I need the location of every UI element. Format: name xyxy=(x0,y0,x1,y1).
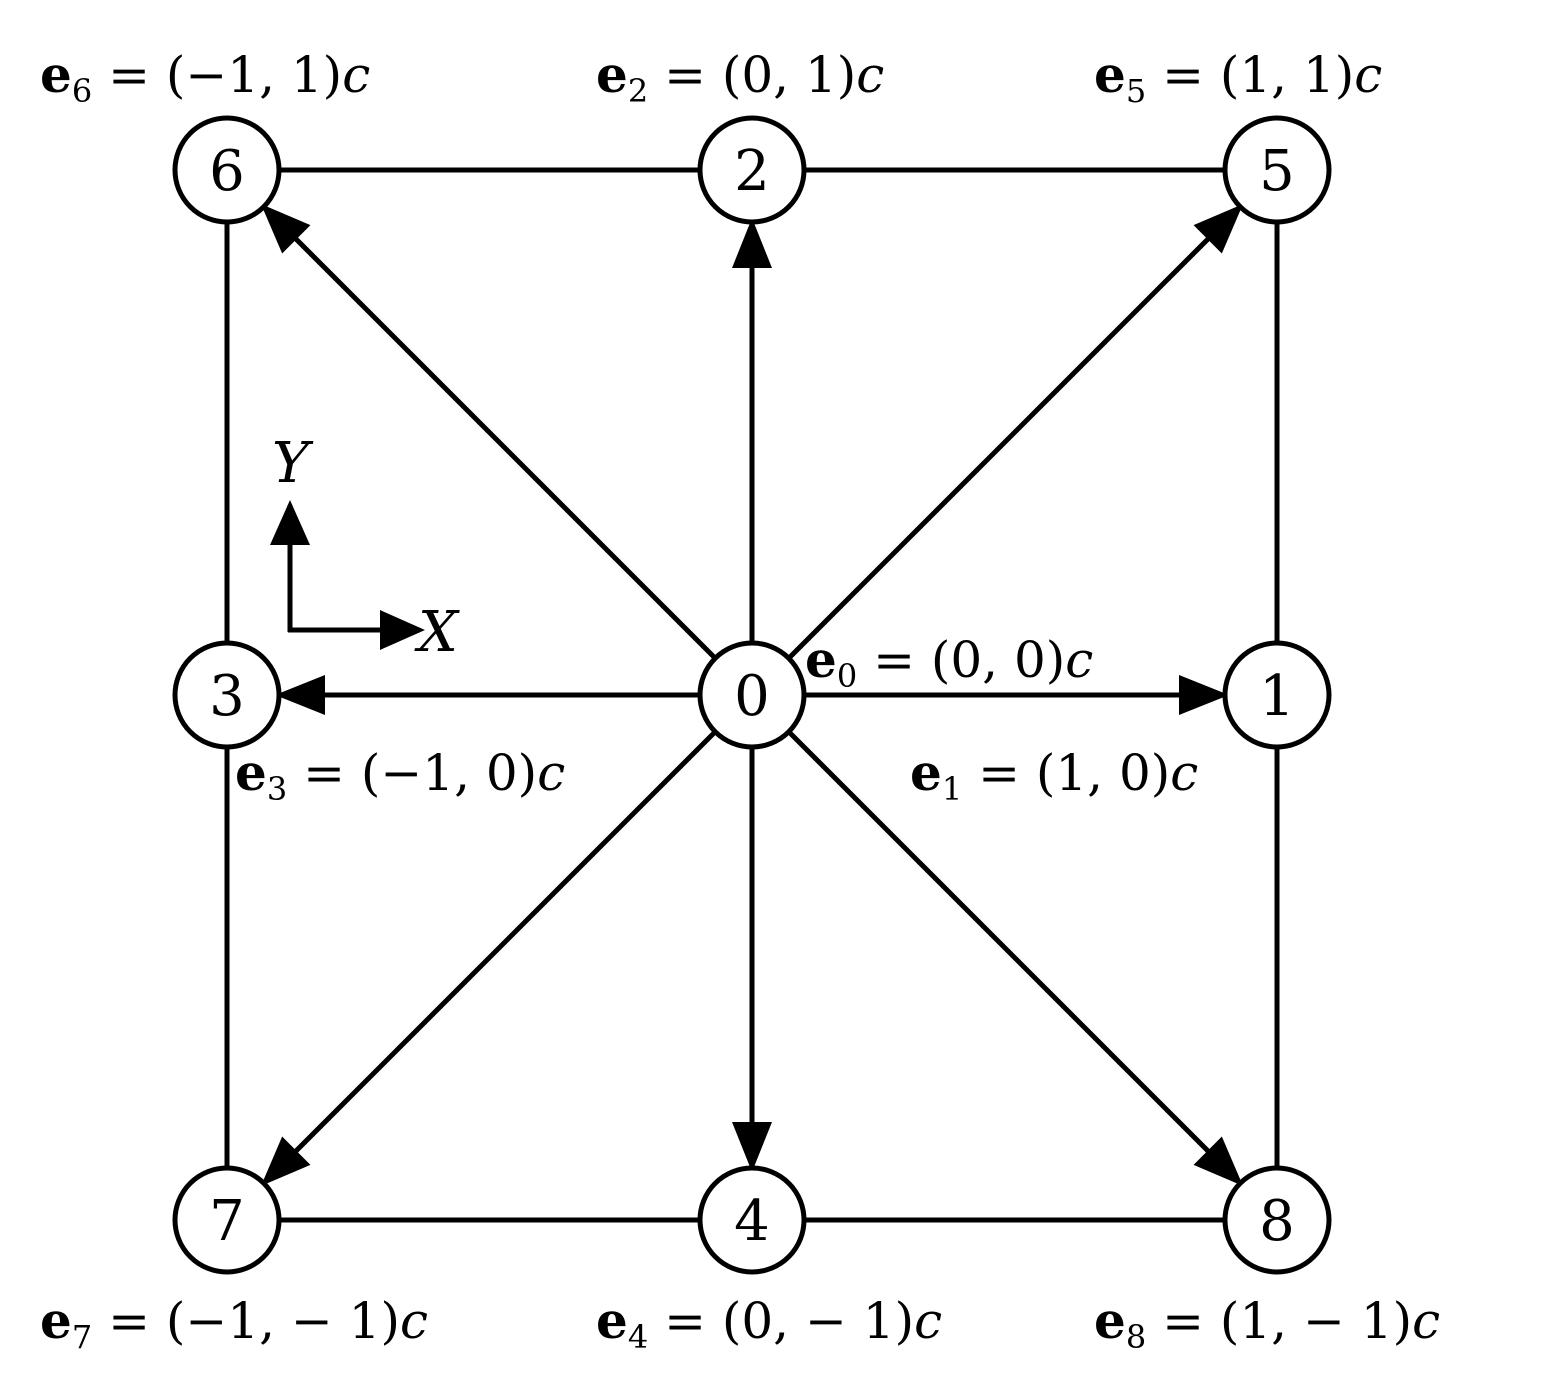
label-e0: e0 = (0, 0)c xyxy=(805,630,1094,695)
node-number: 2 xyxy=(734,139,770,204)
lattice-node-5: 5 xyxy=(1222,115,1332,225)
node-number: 5 xyxy=(1259,139,1295,204)
node-circle xyxy=(172,115,282,225)
node-number: 0 xyxy=(734,664,770,729)
lattice-node-4: 4 xyxy=(697,1165,807,1275)
lattice-nodes: 0 1 2 3 4 5 6 7 8 xyxy=(172,115,1332,1275)
label-e8: e8 = (1, − 1)c xyxy=(1094,1291,1441,1356)
label-e4: e4 = (0, − 1)c xyxy=(596,1291,943,1356)
node-number: 6 xyxy=(209,139,245,204)
lattice-node-1: 1 xyxy=(1222,640,1332,750)
velocity-arrow-7 xyxy=(260,730,717,1187)
velocity-arrow-8 xyxy=(787,730,1244,1187)
node-circle xyxy=(1222,1165,1332,1275)
lattice-node-0: 0 xyxy=(697,640,807,750)
lattice-node-7: 7 xyxy=(172,1165,282,1275)
lattice-node-6: 6 xyxy=(172,115,282,225)
velocity-vectors xyxy=(260,203,1244,1187)
label-e5: e5 = (1, 1)c xyxy=(1094,45,1383,110)
node-circle xyxy=(697,640,807,750)
coordinate-axes xyxy=(270,500,425,650)
node-circle xyxy=(1222,640,1332,750)
label-e1: e1 = (1, 0)c xyxy=(910,743,1199,808)
label-e3: e3 = (−1, 0)c xyxy=(235,743,566,808)
node-circle xyxy=(172,640,282,750)
label-e6: e6 = (−1, 1)c xyxy=(40,45,371,110)
node-number: 4 xyxy=(734,1189,770,1254)
label-e2: e2 = (0, 1)c xyxy=(596,45,885,110)
lattice-node-2: 2 xyxy=(697,115,807,225)
y-axis-label: Y xyxy=(272,431,309,496)
node-circle xyxy=(172,1165,282,1275)
lattice-node-3: 3 xyxy=(172,640,282,750)
lattice-node-8: 8 xyxy=(1222,1165,1332,1275)
node-circle xyxy=(697,1165,807,1275)
velocity-arrow-6 xyxy=(260,203,717,660)
node-number: 1 xyxy=(1259,664,1295,729)
node-circle xyxy=(697,115,807,225)
node-number: 8 xyxy=(1259,1189,1295,1254)
x-axis-label: X xyxy=(418,600,458,665)
node-number: 7 xyxy=(209,1189,245,1254)
lattice-frame xyxy=(224,167,1280,1223)
node-number: 3 xyxy=(209,664,245,729)
node-circle xyxy=(1222,115,1332,225)
label-e7: e7 = (−1, − 1)c xyxy=(40,1291,428,1356)
velocity-arrow-5 xyxy=(787,203,1244,660)
